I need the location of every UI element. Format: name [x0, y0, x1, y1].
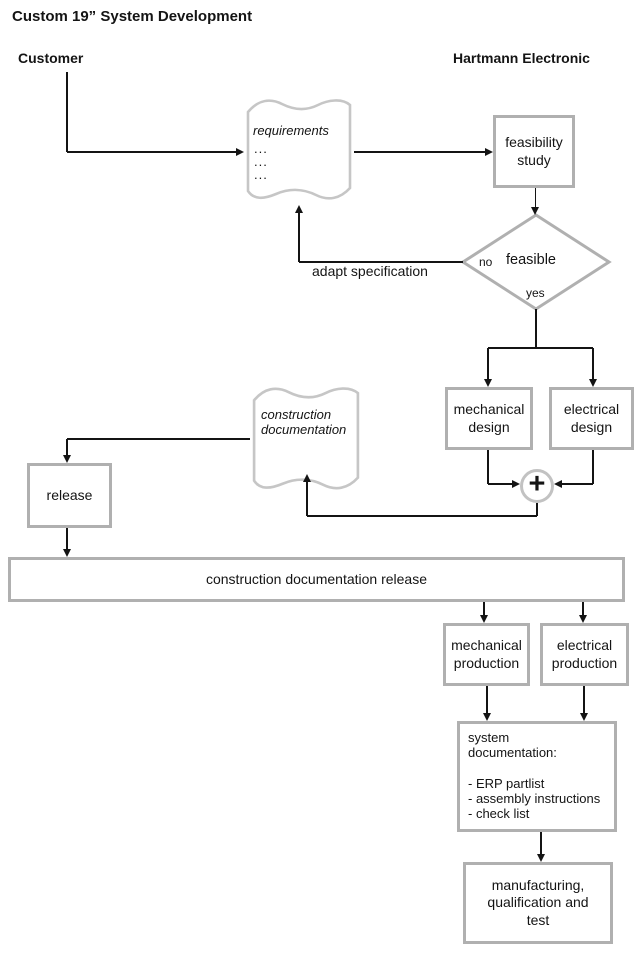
system-doc-title-line2: documentation: [468, 745, 557, 761]
arrowhead-into-system-doc-right [579, 713, 588, 721]
release-box: release [27, 463, 112, 528]
adapt-specification-label: adapt specification [312, 263, 428, 279]
mechanical-design-line2: design [468, 418, 510, 435]
decision-yes-label: yes [526, 286, 545, 300]
connector-mechanical-design-down [487, 450, 489, 484]
spacer [468, 761, 606, 776]
connector-decision-no-horizontal [299, 261, 463, 263]
connector-electrical-to-join [562, 483, 593, 485]
mechanical-design-box: mechanical design [445, 387, 533, 450]
connector-to-mechanical-design [487, 348, 489, 379]
document-shape-icon [252, 387, 360, 490]
system-doc-item-check-list: - check list [468, 806, 530, 822]
connector-decision-yes-down [535, 309, 537, 348]
connector-bar-to-electrical-production [582, 602, 584, 615]
electrical-production-line2: production [551, 654, 618, 671]
decision-label: feasible [506, 252, 556, 268]
arrowhead-into-requirements [236, 147, 244, 156]
connector-construction-doc-to-release [67, 438, 250, 440]
manufacturing-line2: qualification and [487, 894, 589, 911]
connector-join-down [536, 503, 538, 516]
manufacturing-line1: manufacturing, [491, 877, 585, 894]
construction-doc-line1: construction [261, 407, 332, 422]
construction-doc-label: construction documentation [261, 407, 346, 438]
manufacturing-line3: test [526, 911, 550, 928]
electrical-production-line1: electrical [556, 637, 613, 654]
mechanical-production-line1: mechanical [451, 637, 522, 654]
system-doc-item-erp-partlist: - ERP partlist [468, 775, 545, 791]
connector-up-to-construction-doc [306, 482, 308, 516]
construction-documentation-release-bar: construction documentation release [8, 557, 625, 602]
requirements-label: requirements [253, 123, 329, 138]
connector-electrical-production-down [583, 686, 585, 713]
system-doc-item-assembly-instructions: - assembly instructions [468, 790, 601, 806]
mechanical-design-line1: mechanical [453, 401, 525, 418]
connector-mechanical-to-join [488, 483, 512, 485]
connector-electrical-design-down [592, 450, 594, 484]
lane-label-company: Hartmann Electronic [453, 50, 590, 66]
electrical-design-line2: design [570, 418, 613, 435]
mechanical-production-line2: production [453, 654, 520, 671]
connector-release-to-bar [66, 528, 68, 550]
arrowhead-into-requirements-bottom [294, 205, 303, 213]
lane-label-customer: Customer [18, 50, 84, 66]
arrowhead-into-system-doc-left [482, 713, 491, 721]
plus-icon: + [528, 468, 546, 500]
system-doc-title-line1: system [468, 730, 510, 745]
connector-down-to-release [66, 439, 68, 456]
requirements-dots-3: ... [254, 167, 268, 182]
mechanical-production-box: mechanical production [443, 623, 530, 686]
electrical-design-box: electrical design [549, 387, 634, 450]
arrowhead-into-mechanical-design [483, 379, 492, 387]
connector-requirements-to-feasibility [354, 151, 485, 153]
arrowhead-into-release [62, 455, 71, 463]
connector-design-split [488, 347, 593, 349]
electrical-design-line1: electrical [563, 401, 620, 418]
decision-no-label: no [479, 255, 493, 269]
feasibility-study-line1: feasibility [505, 134, 563, 151]
connector-decision-no-vertical [298, 213, 300, 262]
connector-join-to-construction-doc [307, 515, 537, 517]
connector-system-doc-to-manufacturing [540, 832, 542, 854]
arrowhead-into-electrical-design [588, 379, 597, 387]
arrowhead-into-electrical-production [578, 615, 587, 623]
electrical-production-box: electrical production [540, 623, 629, 686]
requirements-dots-2: ... [254, 154, 268, 169]
arrowhead-into-manufacturing [536, 854, 545, 862]
arrowhead-into-join-left [512, 479, 520, 488]
arrowhead-into-release-bar [62, 549, 71, 557]
arrowhead-into-mechanical-production [479, 615, 488, 623]
release-label: release [46, 486, 93, 503]
connector-customer-down [66, 72, 68, 152]
arrowhead-into-decision [530, 207, 539, 215]
feasibility-study-box: feasibility study [493, 115, 575, 188]
manufacturing-box: manufacturing, qualification and test [463, 862, 613, 944]
connector-bar-to-mechanical-production [483, 602, 485, 615]
requirements-dots-1: ... [254, 141, 268, 156]
connector-to-electrical-design [592, 348, 594, 379]
join-circle: + [520, 468, 554, 503]
connector-customer-to-requirements [67, 151, 237, 153]
page-title: Custom 19” System Development [12, 8, 253, 25]
requirements-document: requirements ... ... ... [244, 96, 354, 208]
release-bar-label: construction documentation release [205, 570, 428, 587]
document-shape-icon [246, 99, 352, 200]
arrowhead-into-feasibility [485, 147, 493, 156]
construction-doc-line2: documentation [261, 422, 347, 438]
system-documentation-box: system documentation: - ERP partlist - a… [457, 721, 617, 832]
arrowhead-into-construction-doc [302, 474, 311, 482]
arrowhead-into-join-right [554, 479, 562, 488]
construction-documentation-document: construction documentation [250, 384, 362, 498]
feasibility-study-line2: study [517, 151, 551, 168]
connector-mechanical-production-down [486, 686, 488, 713]
connector-feasibility-to-decision [534, 188, 536, 207]
